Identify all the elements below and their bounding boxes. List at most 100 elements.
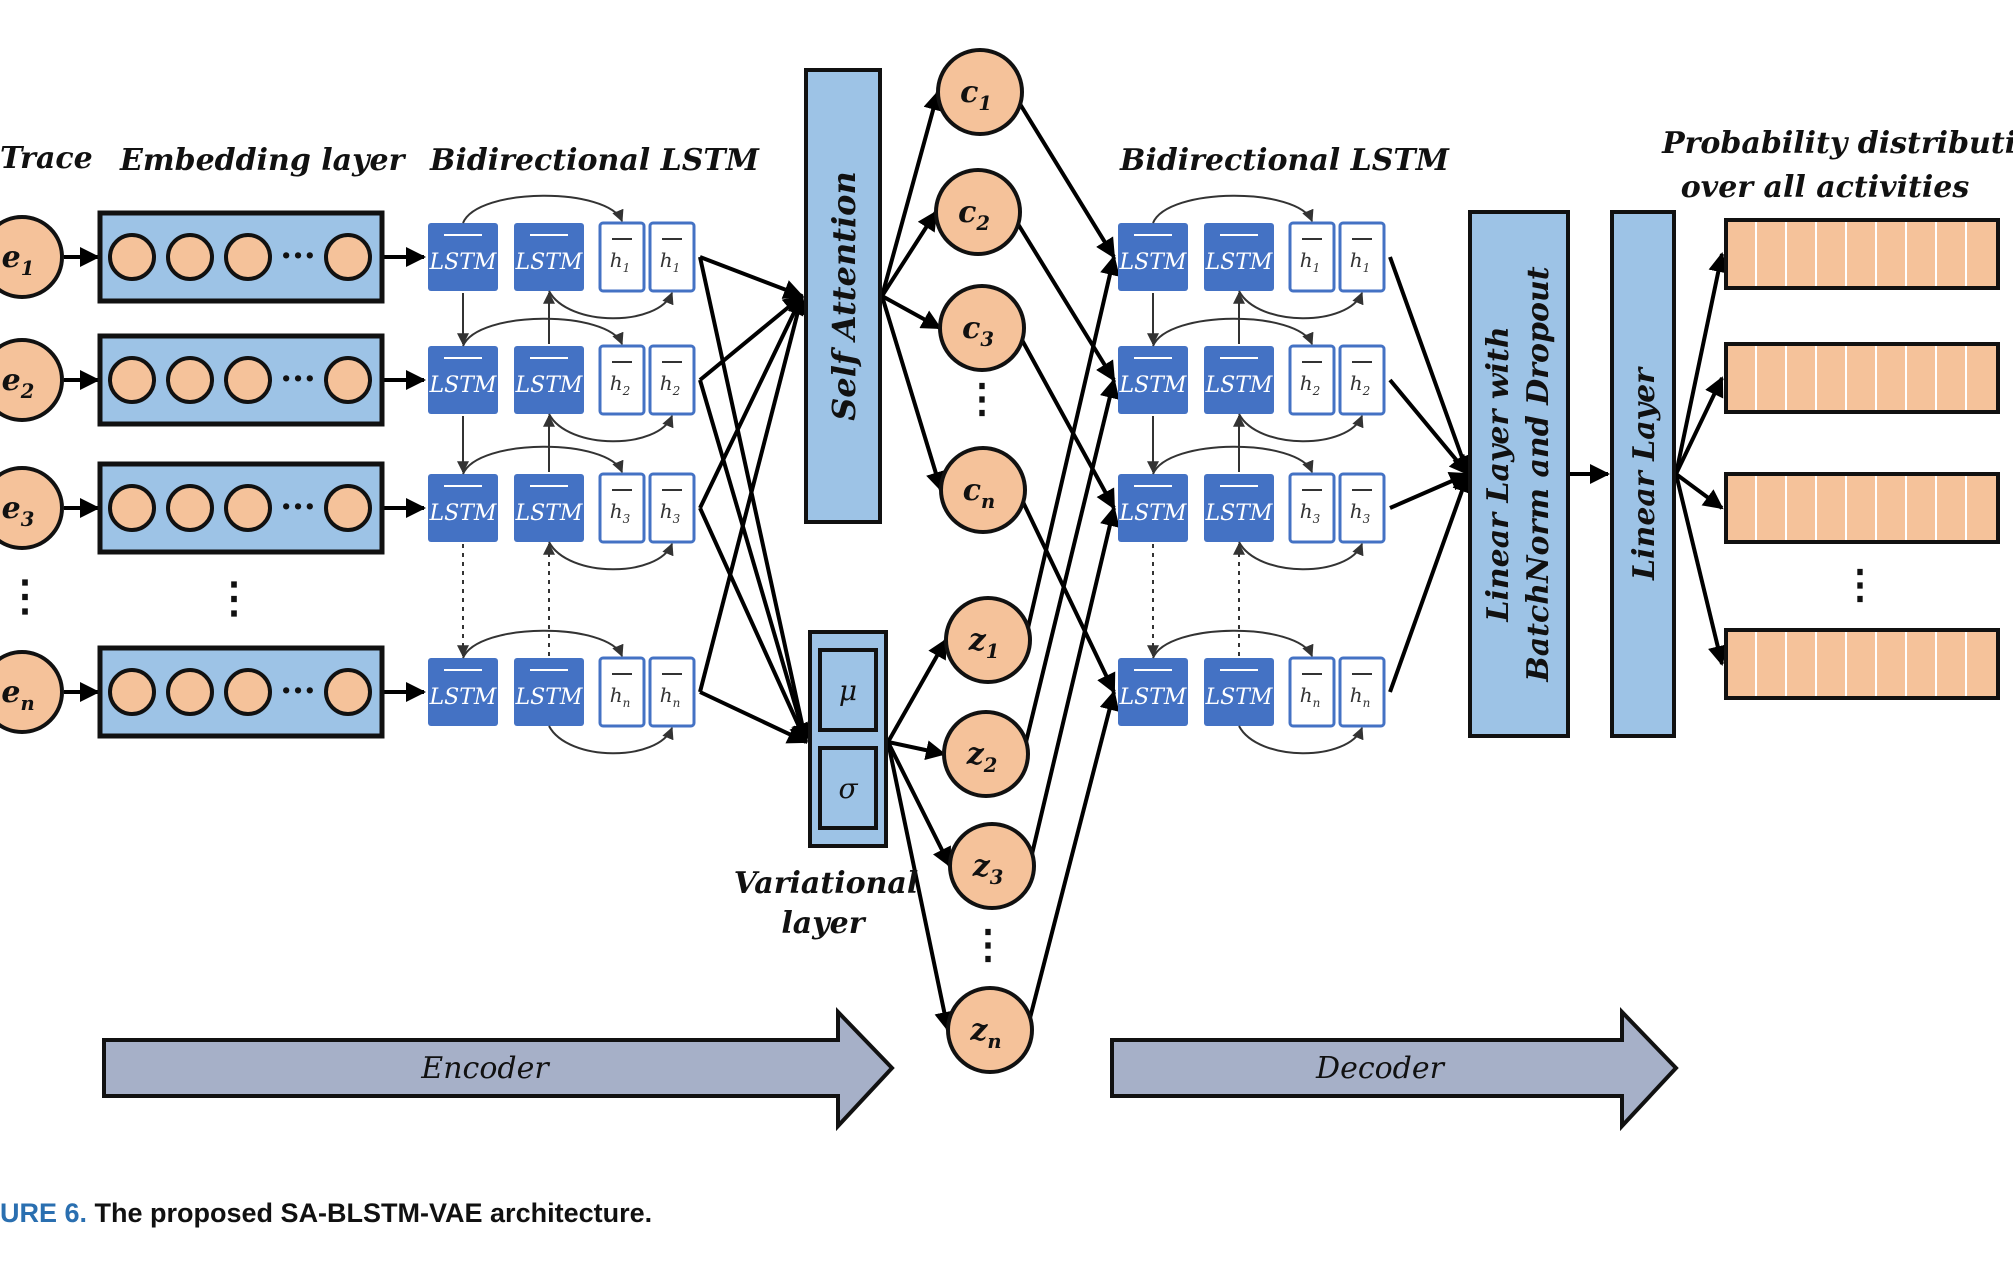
context-node: c1	[936, 48, 1024, 136]
connection-line	[698, 294, 808, 693]
connection-line	[1030, 506, 1120, 855]
encoder-backward-connection	[548, 413, 674, 443]
connection-lines	[64, 90, 1729, 1032]
context-node-label: c3	[962, 311, 994, 351]
decoder-blstm-title: Bidirectional LSTM	[1119, 143, 1450, 178]
embedding-ellipsis: ···	[280, 236, 316, 276]
connection-line	[1674, 472, 1724, 510]
decoder-lstm-cell-backward	[1204, 346, 1274, 414]
decoder-hidden-state-forward	[1288, 656, 1336, 728]
connection-line	[880, 295, 946, 492]
encoder-lstm-label: LSTM	[515, 373, 583, 398]
embedding-unit	[324, 233, 372, 281]
embedding-unit	[166, 484, 214, 532]
probability-bar	[1724, 218, 2000, 290]
encoder-lstm-cell-backward	[514, 658, 584, 726]
encoder-backward-connection	[548, 725, 674, 755]
decoder-lstm-label: LSTM	[1119, 373, 1187, 398]
latent-node: z3	[948, 822, 1036, 910]
encoder-forward-connection	[462, 629, 624, 659]
linear-batchnorm-label-line1: Linear Layer with	[1481, 326, 1516, 622]
connection-line	[1674, 376, 1724, 475]
embedding-unit	[224, 484, 272, 532]
encoder-hidden-state-forward	[598, 221, 646, 293]
decoder-lstm-label: LSTM	[1205, 250, 1273, 275]
trace-title: Trace	[0, 141, 93, 176]
connection-line	[699, 690, 808, 744]
probability-title-line2: over all activities	[1681, 170, 1970, 205]
decoder-hidden-state-forward	[1288, 344, 1336, 416]
decoder-backward-connection	[1238, 725, 1364, 755]
embedding-rows: ··· ··· ··· ···	[97, 210, 385, 739]
context-node: c2	[934, 168, 1022, 256]
embedding-row: ···	[97, 461, 385, 555]
latent-node-label: z1	[968, 623, 1000, 663]
connection-line	[698, 294, 804, 382]
connection-line	[1388, 472, 1472, 693]
encoder-lstm-cell-forward	[428, 223, 498, 291]
encoder-forward-connection	[462, 194, 624, 224]
decoder-lstm-label: LSTM	[1205, 501, 1273, 526]
probability-bar	[1724, 472, 2000, 544]
embedding-unit	[166, 668, 214, 716]
encoder-hidden-state-forward	[598, 472, 646, 544]
connection-line	[698, 256, 812, 744]
encoder-arrow: Encoder	[102, 1007, 895, 1132]
embedding-ellipsis: ···	[280, 487, 316, 527]
linear-layer-label: Linear Layer	[1627, 366, 1662, 581]
embedding-unit	[324, 484, 372, 532]
decoder-forward-connection	[1152, 317, 1314, 347]
connection-line	[1020, 339, 1116, 510]
variational-title-line1: Variational	[734, 866, 919, 901]
decoder-hidden-state-backward	[1338, 221, 1386, 293]
probability-bar	[1724, 628, 2000, 700]
decoder-lstm-label: LSTM	[1119, 685, 1187, 710]
sigma-label: σ	[838, 772, 858, 805]
decoder-backward-connection	[1238, 290, 1364, 320]
trace-event-node-label: e2	[2, 363, 35, 403]
self-attention-block: Self Attention	[804, 68, 882, 524]
latent-node: z1	[944, 596, 1032, 684]
encoder-lstm-label: LSTM	[515, 501, 583, 526]
encoder-backward-connection	[548, 290, 674, 320]
connection-line	[1388, 256, 1472, 476]
latent-node: zn	[946, 986, 1034, 1074]
figure-caption: URE 6. The proposed SA-BLSTM-VAE archite…	[0, 1198, 652, 1229]
embedding-ellipsis: ···	[280, 359, 316, 399]
connection-line	[1388, 378, 1470, 476]
embedding-unit	[324, 668, 372, 716]
encoder-lstm-label: LSTM	[515, 250, 583, 275]
context-node-label: c2	[958, 195, 990, 235]
decoder-arrow: Decoder	[1110, 1007, 1679, 1132]
connection-line	[698, 294, 804, 509]
connection-line	[880, 210, 938, 298]
embedding-row: ···	[97, 645, 385, 739]
decoder-lstm-cell-forward	[1118, 346, 1188, 414]
connection-line	[1674, 473, 1728, 666]
trace-event-node: e2	[0, 338, 64, 422]
decoder-lstm-label: LSTM	[1119, 501, 1187, 526]
decoder-hidden-state-forward	[1288, 472, 1336, 544]
self-attention-label: Self Attention	[825, 171, 863, 421]
decoder-forward-connection	[1152, 445, 1314, 475]
decoder-hidden-state-backward	[1338, 656, 1386, 728]
prob-vdots: ⋮	[1840, 561, 1880, 608]
mu-label: μ	[839, 674, 857, 707]
probability-bars	[1724, 218, 2000, 700]
encoder-hidden-state-forward	[598, 656, 646, 728]
encoder-hidden-state-backward	[648, 656, 696, 728]
encoder-label: Encoder	[420, 1051, 550, 1086]
context-node: c3	[938, 284, 1026, 372]
connection-line	[886, 638, 948, 743]
encoder-lstm-label: LSTM	[515, 685, 583, 710]
decoder-lstm-label: LSTM	[1205, 373, 1273, 398]
decoder-lstm-cell-backward	[1204, 658, 1274, 726]
linear-batchnorm-block: Linear Layer with BatchNorm and Dropout	[1468, 210, 1570, 738]
